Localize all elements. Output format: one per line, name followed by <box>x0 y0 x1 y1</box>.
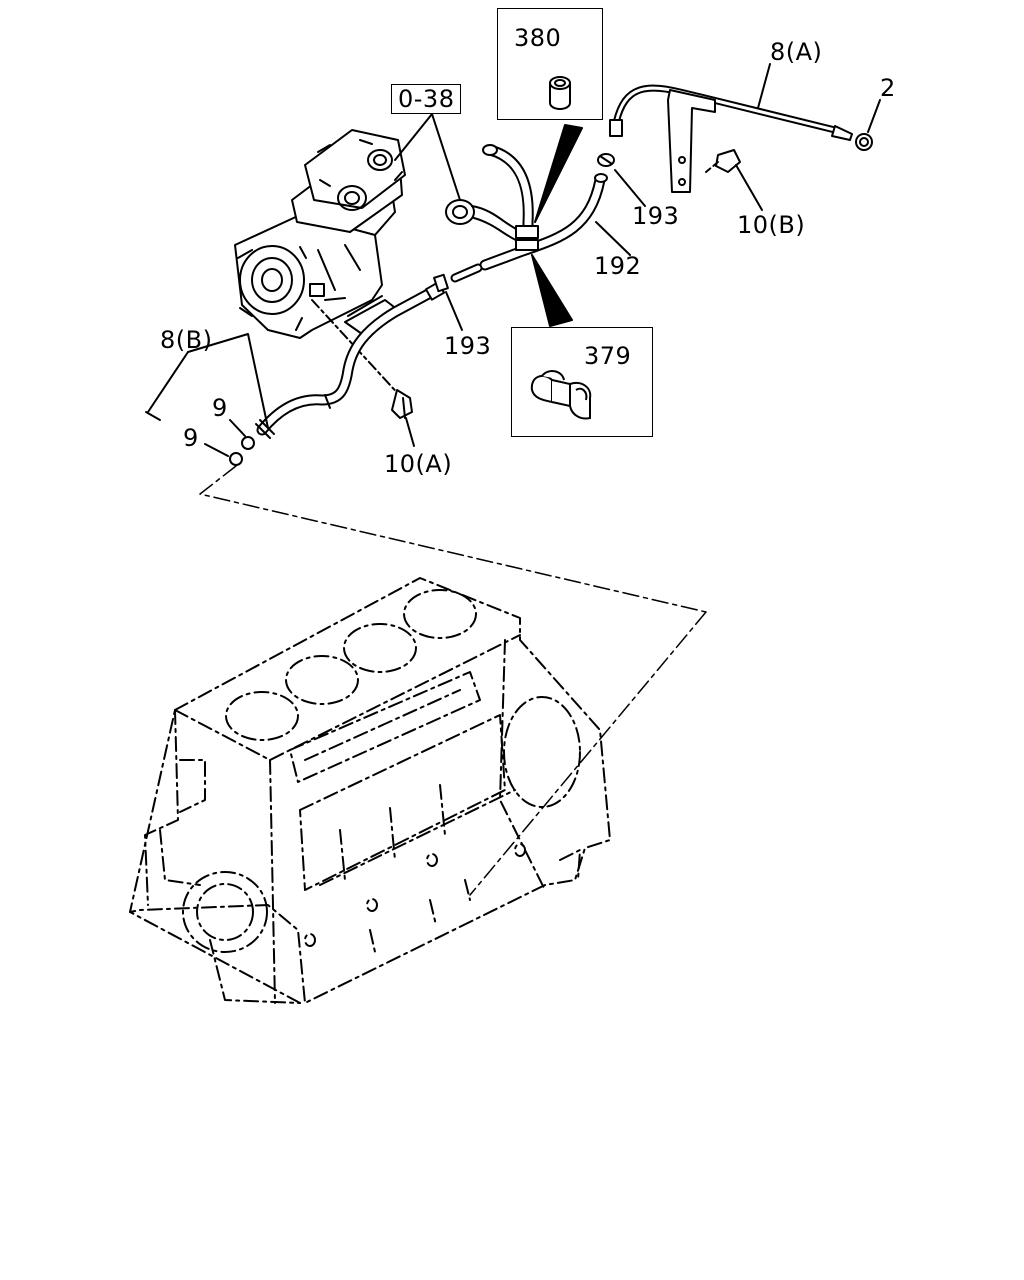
leader-193-top <box>614 169 646 207</box>
callout-192: 192 <box>594 252 642 280</box>
callout-379: 379 <box>584 342 632 370</box>
leader-0-38-compressor <box>394 113 433 161</box>
clamp-on-hose <box>515 225 539 251</box>
washer-2-inner <box>859 137 869 147</box>
callout-380: 380 <box>514 24 562 52</box>
engine-block <box>129 577 611 1004</box>
union-fitting-0-38 <box>445 199 523 243</box>
leader-0-38-union <box>431 113 461 201</box>
callout-9-upper: 9 <box>212 394 228 422</box>
callout-0-38: 0-38 <box>391 84 462 114</box>
alignment-line-left <box>199 465 707 613</box>
inset-box-380 <box>497 8 603 120</box>
callout-8a: 8(A) <box>770 38 823 66</box>
air-compressor <box>234 129 406 339</box>
leader-8b-left <box>147 351 189 413</box>
leader-8b-right <box>187 333 269 429</box>
callout-2: 2 <box>880 74 896 102</box>
washer-2 <box>855 133 873 151</box>
pipe-8a <box>609 84 853 141</box>
fitting-193-top <box>597 153 615 167</box>
leader-193-mid <box>445 291 463 331</box>
pipe-upper <box>482 144 534 242</box>
leader-192 <box>595 221 631 256</box>
callout-9-lower: 9 <box>183 424 199 452</box>
clamp-379-drawing <box>530 370 592 420</box>
callout-193-mid: 193 <box>444 332 492 360</box>
alignment-line-right <box>469 611 707 896</box>
pointer-380 <box>534 124 583 223</box>
inset-box-379 <box>511 327 653 437</box>
pointer-379 <box>531 254 573 327</box>
leader-9-lower <box>145 411 161 421</box>
bolt-10b <box>705 149 741 173</box>
o-ring-9-lower <box>229 452 243 466</box>
leader-9-upper <box>229 419 246 437</box>
fitting-193-middle <box>433 263 483 293</box>
bracket <box>667 89 716 193</box>
callout-8b: 8(B) <box>160 326 213 354</box>
callout-193-top: 193 <box>632 202 680 230</box>
leader-9-lower-ring <box>204 443 229 457</box>
callout-10a: 10(A) <box>384 450 453 478</box>
leader-10a <box>405 417 415 447</box>
o-ring-9-upper <box>241 436 255 450</box>
leader-8a <box>757 63 771 109</box>
callout-10b: 10(B) <box>737 211 806 239</box>
leader-10b <box>735 164 763 211</box>
leader-2 <box>867 99 881 133</box>
bolt-10a <box>391 389 413 419</box>
bushing-380-drawing <box>549 76 571 110</box>
